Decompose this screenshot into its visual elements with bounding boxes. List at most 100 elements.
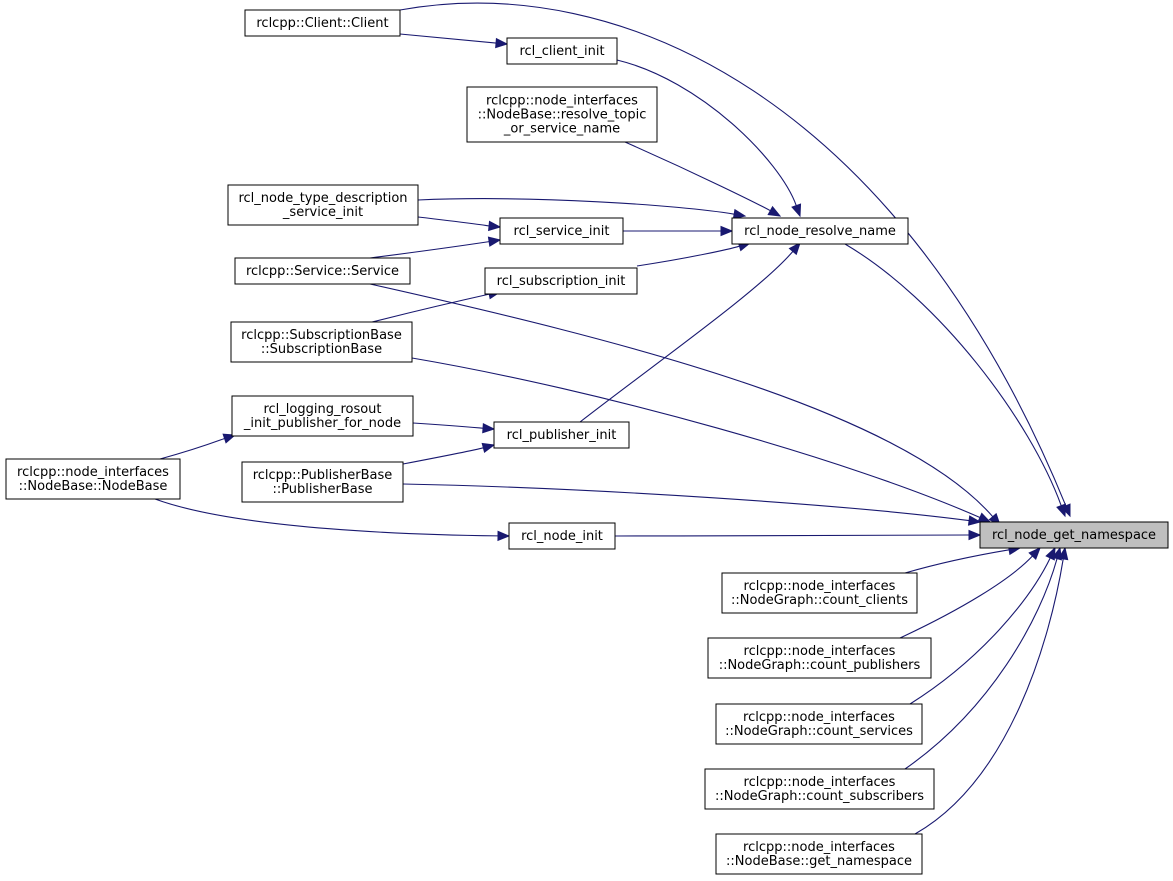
node-label: rclcpp::node_interfaces (17, 465, 169, 480)
node-box (231, 395, 414, 437)
arrowhead-icon (967, 515, 982, 526)
arrowhead-icon (481, 442, 496, 453)
arrowhead-icon (487, 236, 502, 247)
arrowhead-icon (497, 530, 511, 542)
node-label: rclcpp::node_interfaces (486, 94, 638, 109)
node-label: ::NodeBase::get_namespace (726, 854, 912, 869)
node-box (466, 86, 658, 143)
call-edge (579, 241, 801, 423)
graph-node[interactable]: rclcpp::node_interfaces::NodeGraph::coun… (715, 703, 923, 745)
call-edge (402, 442, 496, 465)
nodes-layer: rcl_node_get_namespace rclcpp::Client::Cl… (5, 9, 1169, 875)
graph-node-current[interactable]: rcl_node_get_namespace (979, 521, 1169, 549)
node-box (244, 9, 401, 37)
edge-line (154, 498, 499, 537)
graph-node[interactable]: rclcpp::Client::Client (244, 9, 401, 37)
arrowhead-icon (495, 37, 509, 49)
arrowhead-icon (977, 512, 992, 523)
edge-line (914, 558, 1064, 835)
node-label: rcl_node_get_namespace (992, 528, 1156, 543)
node-label: rcl_node_resolve_name (744, 224, 896, 239)
call-edge (399, 33, 509, 49)
call-edge (159, 433, 237, 460)
edge-line (616, 59, 797, 206)
edge-line (579, 251, 794, 423)
arrowhead-icon (791, 203, 802, 218)
edge-line (159, 437, 225, 460)
node-box (704, 768, 935, 810)
node-label: ::NodeBase::NodeBase (19, 479, 168, 494)
call-edge (904, 544, 1022, 574)
node-box (499, 217, 624, 245)
edge-line (904, 549, 1010, 574)
node-box (508, 522, 616, 550)
node-box (715, 833, 923, 875)
edge-line (399, 2, 1067, 507)
call-edge (844, 243, 1066, 518)
edge-line (844, 243, 1062, 506)
node-label: rcl_service_init (514, 224, 610, 239)
node-box (506, 37, 618, 65)
graph-node[interactable]: rcl_service_init (499, 217, 624, 245)
edge-line (624, 141, 771, 212)
call-edge (412, 422, 496, 434)
graph-node[interactable]: rclcpp::node_interfaces::NodeBase::NodeB… (5, 458, 181, 500)
graph-node[interactable]: rclcpp::node_interfaces::NodeGraph::coun… (721, 572, 918, 614)
graph-node[interactable]: rclcpp::Service::Service (234, 257, 411, 285)
graph-node[interactable]: rcl_node_type_description_service_init (227, 184, 419, 226)
arrowhead-icon (788, 241, 801, 256)
graph-node[interactable]: rcl_subscription_init (484, 267, 638, 295)
node-label: rclcpp::SubscriptionBase (241, 328, 402, 343)
node-label: ::NodeBase::resolve_topic (478, 108, 647, 123)
graph-node[interactable]: rclcpp::node_interfaces::NodeBase::get_n… (715, 833, 923, 875)
node-label: ::PublisherBase (272, 482, 372, 497)
call-edge (371, 289, 502, 323)
call-edge (369, 283, 1001, 526)
call-edge (623, 225, 734, 237)
graph-node[interactable]: rclcpp::PublisherBase::PublisherBase (241, 461, 404, 503)
graph-node[interactable]: rclcpp::SubscriptionBase::SubscriptionBa… (230, 321, 413, 363)
edge-line (417, 216, 490, 227)
graph-node[interactable]: rcl_logging_rosout_init_publisher_for_no… (231, 395, 414, 437)
call-edge (154, 498, 511, 542)
node-label: _or_service_name (503, 122, 620, 137)
node-box (731, 217, 909, 245)
edge-line (904, 558, 1058, 770)
arrowhead-icon (720, 225, 734, 237)
node-label: ::NodeGraph::count_publishers (719, 658, 921, 673)
edge-line (369, 283, 994, 518)
arrowhead-icon (968, 529, 982, 541)
node-label: _service_init (282, 205, 363, 220)
node-box (234, 257, 411, 285)
node-box (715, 703, 923, 745)
graph-node[interactable]: rcl_node_resolve_name (731, 217, 909, 245)
node-box (241, 461, 404, 503)
edge-line (371, 293, 490, 323)
call-edge (636, 241, 752, 267)
call-edge (909, 546, 1056, 705)
node-label: rcl_logging_rosout (263, 402, 381, 417)
node-box (721, 572, 918, 614)
edge-line (899, 555, 1033, 639)
graph-node[interactable]: rcl_publisher_init (493, 421, 630, 449)
edge-line (402, 483, 970, 522)
call-edge (402, 483, 982, 526)
node-label: rcl_subscription_init (497, 274, 626, 289)
node-label: ::NodeGraph::count_services (725, 724, 913, 739)
node-box (707, 637, 932, 679)
edges-layer (154, 2, 1071, 835)
node-box (230, 321, 413, 363)
graph-node[interactable]: rcl_node_init (508, 522, 616, 550)
graph-node[interactable]: rclcpp::node_interfaces::NodeBase::resol… (466, 86, 658, 143)
arrowhead-icon (1057, 546, 1069, 561)
call-edge (914, 546, 1069, 835)
graph-node[interactable]: rclcpp::node_interfaces::NodeGraph::coun… (707, 637, 932, 679)
node-label: rclcpp::node_interfaces (744, 775, 896, 790)
graph-node[interactable]: rclcpp::node_interfaces::NodeGraph::coun… (704, 768, 935, 810)
graph-node[interactable]: rcl_client_init (506, 37, 618, 65)
node-box (484, 267, 638, 295)
node-box (227, 184, 419, 226)
arrowhead-icon (488, 220, 502, 232)
arrowhead-icon (482, 422, 496, 434)
